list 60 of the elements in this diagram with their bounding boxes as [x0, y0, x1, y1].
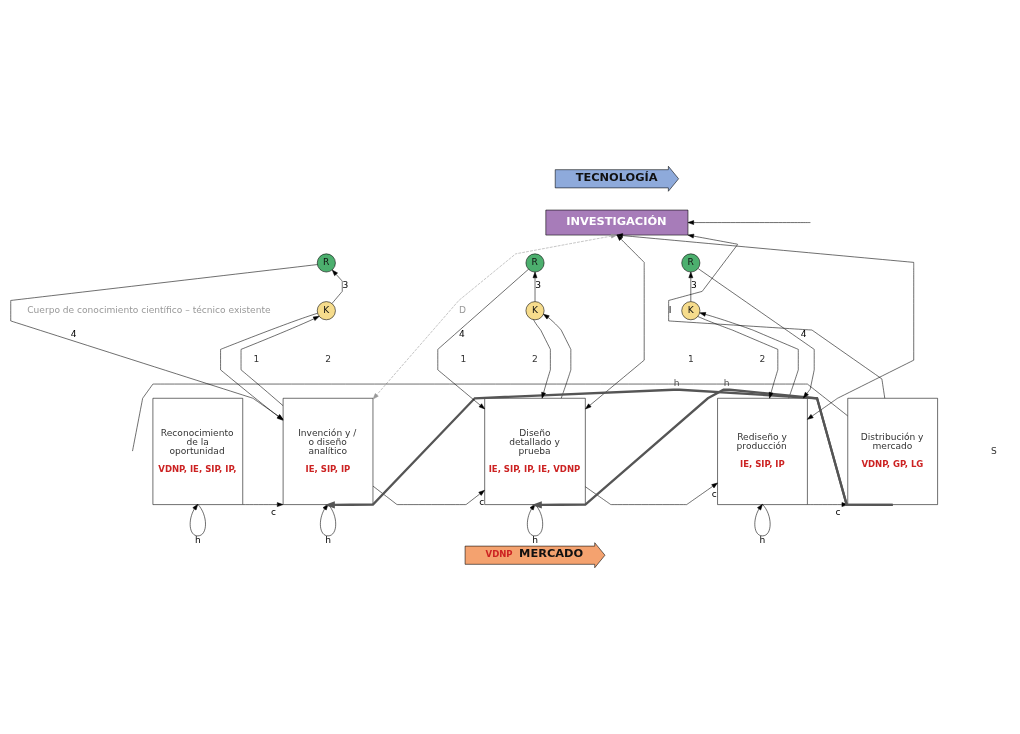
- arrow: [372, 233, 618, 400]
- connector: [132, 383, 848, 452]
- arrow: [531, 388, 893, 509]
- edge-label: c: [835, 506, 841, 517]
- label: 1: [460, 353, 467, 364]
- edge-label: h: [673, 378, 680, 389]
- arrow: [687, 220, 811, 225]
- edge-label: D: [459, 304, 467, 315]
- arrow: [331, 269, 343, 304]
- arrow: [527, 504, 543, 537]
- arrow: [189, 504, 206, 537]
- arrow: [437, 269, 529, 410]
- arrow: [585, 482, 718, 505]
- arrow: [697, 316, 779, 399]
- node-box: Distribución y mercado VDNP, GP, LG: [847, 398, 938, 505]
- edge-label: h: [759, 535, 766, 546]
- label: 1: [253, 353, 260, 364]
- arrow: [533, 319, 551, 399]
- edge-label: h: [325, 535, 331, 546]
- edge-label: 3: [691, 280, 697, 291]
- edge-label: h: [194, 535, 201, 546]
- edge-label: h: [723, 378, 730, 389]
- arrow: [807, 502, 848, 507]
- edge-label: 4: [459, 329, 465, 340]
- node-circle: R: [316, 253, 336, 273]
- arrow: [240, 316, 320, 406]
- arrow: [320, 504, 336, 537]
- label: 2: [532, 353, 538, 364]
- arrow: [668, 233, 886, 399]
- arrow: [372, 485, 485, 505]
- arrow: [242, 502, 284, 507]
- node-box: Invención y / o diseño analítico IE, SIP, IP: [282, 398, 374, 505]
- arrow: [543, 313, 572, 399]
- node-circle: K: [316, 301, 336, 321]
- edge-label: 4: [800, 329, 807, 340]
- node-circle: K: [525, 301, 545, 321]
- arrow: [697, 268, 815, 399]
- node-box: Rediseño y producción IE, SIP, IP: [717, 398, 808, 505]
- label: S: [991, 445, 997, 456]
- edge-label: c: [479, 496, 485, 507]
- edge-label: 4: [70, 329, 77, 340]
- node-circle: R: [525, 253, 545, 273]
- arrow: [699, 312, 799, 399]
- edge-label: 3: [342, 280, 349, 291]
- arrow: [688, 271, 694, 302]
- label: Cuerpo de conocimiento científico – técnico existente: [27, 304, 271, 315]
- edge-label: I: [668, 304, 672, 315]
- edge-label: c: [711, 489, 717, 500]
- node-circle: K: [681, 301, 701, 321]
- label: 2: [759, 353, 766, 364]
- label: 1: [687, 353, 694, 364]
- edge-label: 3: [535, 280, 542, 291]
- edge-label: c: [270, 506, 276, 517]
- arrow: [532, 271, 538, 302]
- arrow: [324, 388, 893, 509]
- node-box: Diseño detallado y prueba IE, SIP, IP, IE, VDNP: [484, 398, 586, 505]
- node-circle: R: [681, 253, 701, 273]
- arrow: [754, 504, 771, 537]
- label: 2: [325, 353, 331, 364]
- node-box: Reconocimiento de la oportunidad VDNP, IE, SIP, IP,: [152, 398, 244, 505]
